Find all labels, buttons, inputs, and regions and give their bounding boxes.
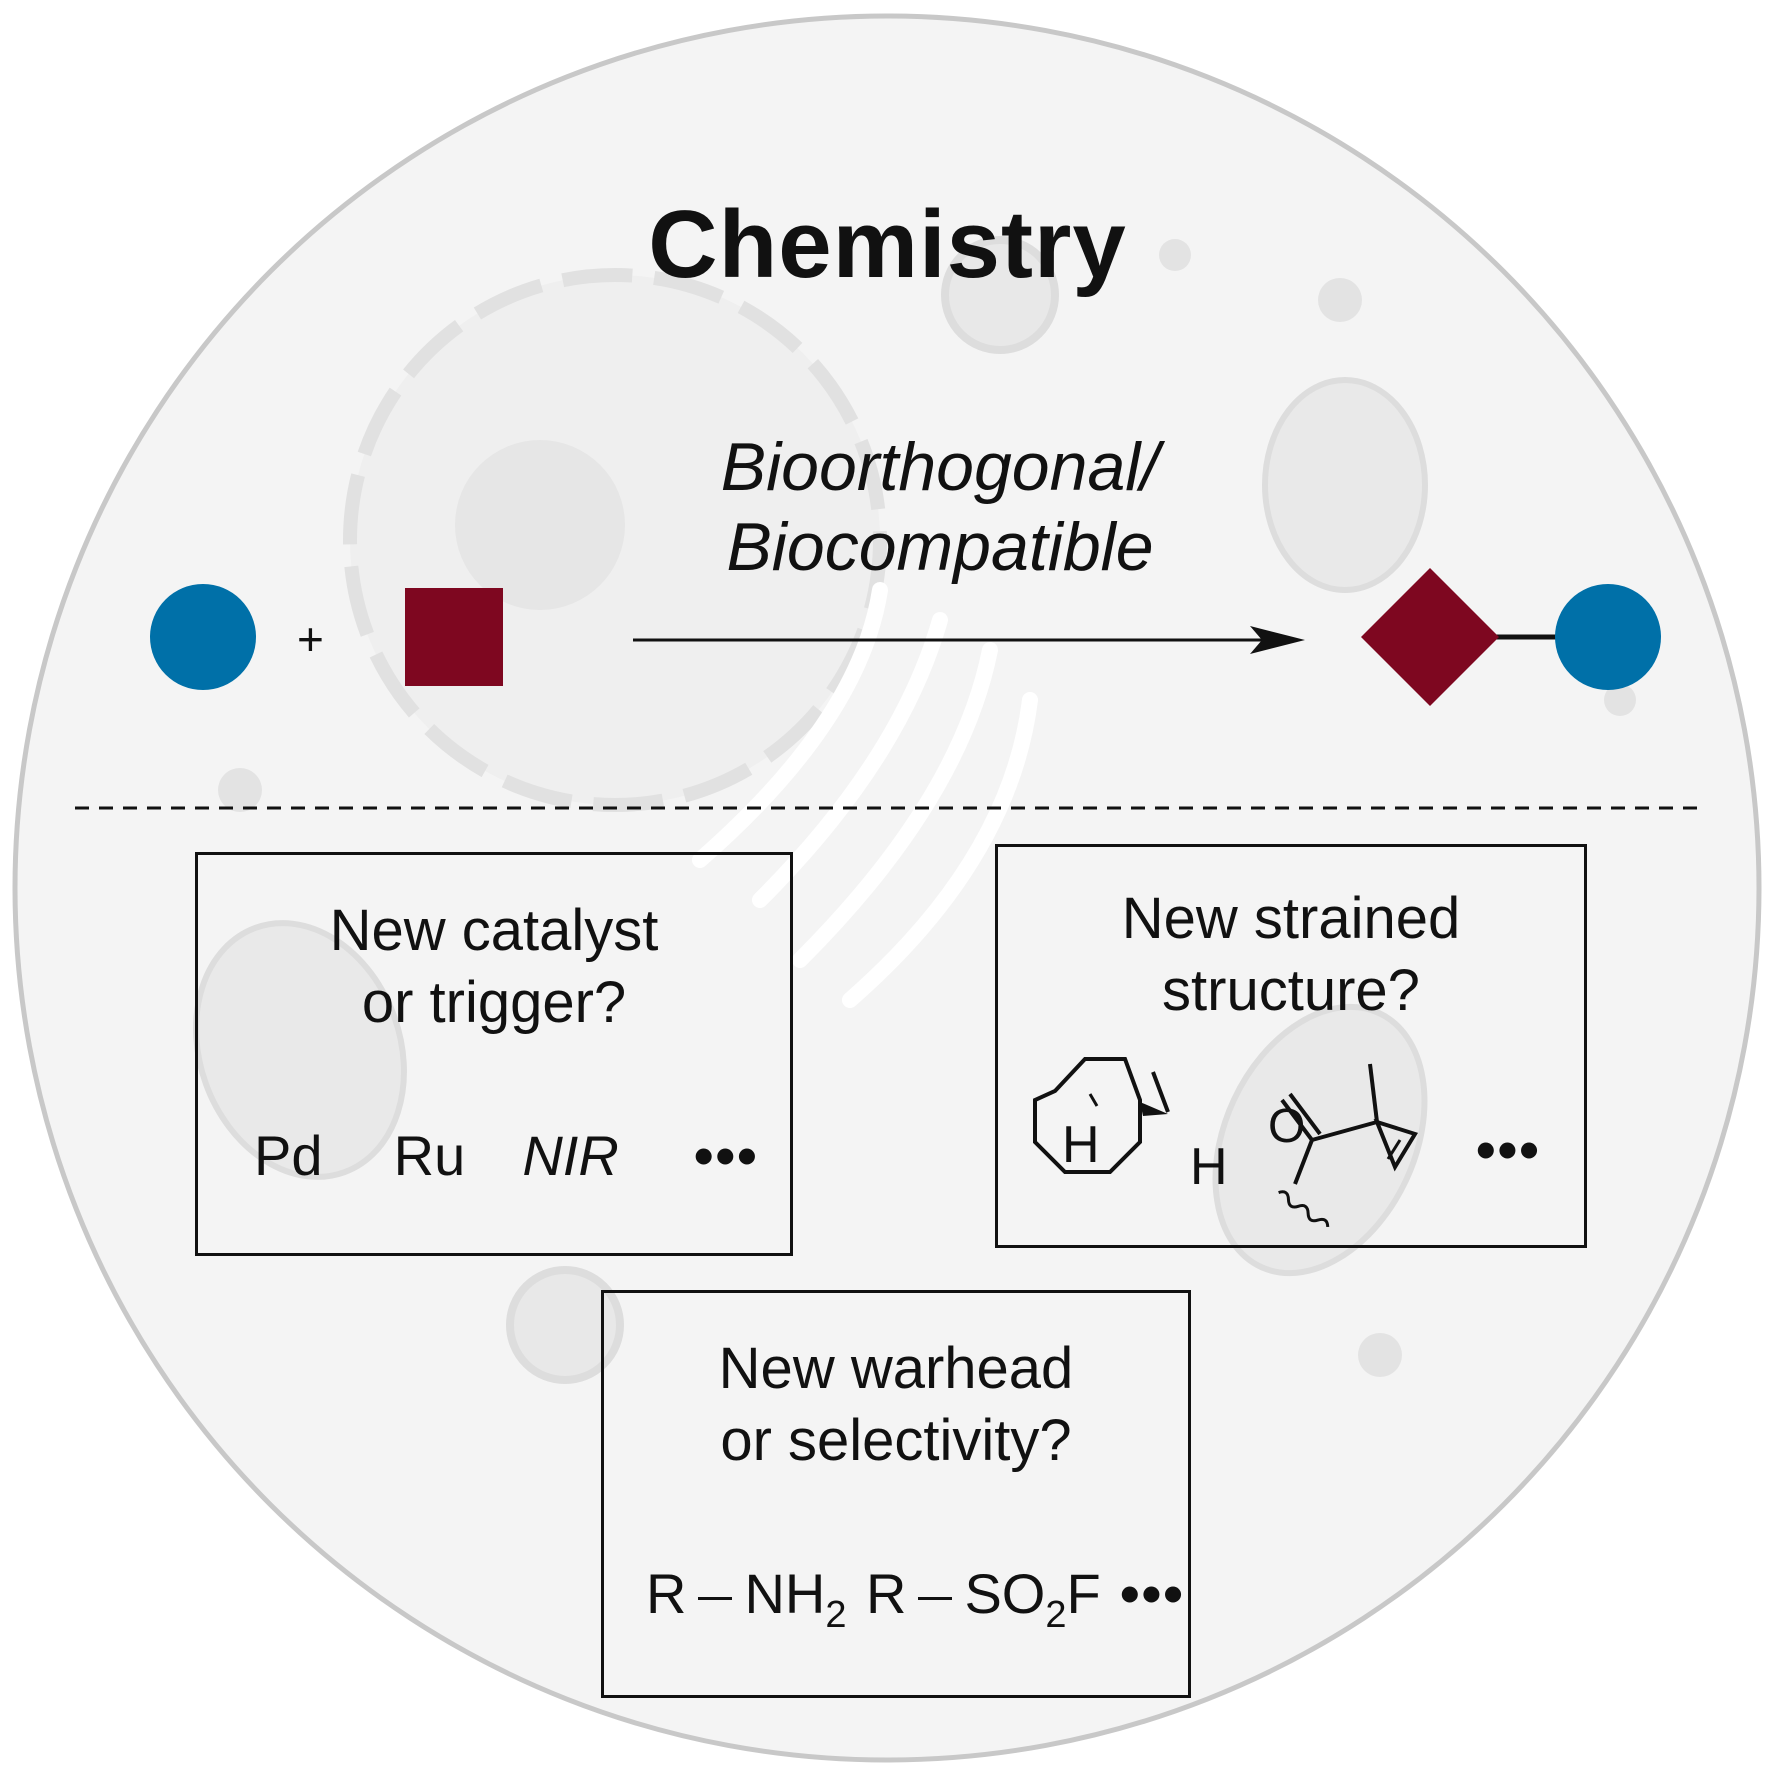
catalyst-box: New catalyst or trigger? Pd Ru NIR ••• (195, 852, 793, 1256)
warhead-ellipsis: ••• (1120, 1562, 1185, 1625)
cyclopropene-double-bond (1386, 1139, 1402, 1160)
sulfonyl-r: R (866, 1562, 907, 1625)
reaction-label-line-2: Biocompatible (726, 509, 1154, 585)
sulfonyl-subscript: 2 (1045, 1594, 1067, 1636)
golgi-decor (692, 582, 1038, 1008)
reaction-condition-label: Bioorthogonal/ Biocompatible (640, 427, 1240, 587)
blue-circle-reactant (150, 584, 256, 690)
vesicle-decor-2 (506, 1266, 624, 1384)
strained-title-line-1: New strained (1121, 886, 1461, 951)
plus-sign: + (297, 613, 324, 665)
hash-bond (1088, 1093, 1099, 1107)
amine-subscript: 2 (825, 1594, 847, 1636)
sulfonyl-f: F (1066, 1562, 1101, 1625)
strained-title-line-2: structure? (1162, 958, 1420, 1023)
warhead-amine: R NH2 (646, 1561, 846, 1636)
maroon-diamond-product (1361, 568, 1499, 706)
catalyst-title-line-1: New catalyst (329, 898, 659, 963)
strained-box-title: New strained structure? (998, 883, 1584, 1027)
warhead-title-line-2: or selectivity? (720, 1408, 1072, 1473)
blue-circle-product (1555, 584, 1661, 690)
mitochondrion-decor-2 (193, 920, 407, 1180)
amine-nh: NH (744, 1562, 826, 1625)
dot-decor-5 (1604, 684, 1636, 716)
warhead-box-title: New warhead or selectivity? (604, 1333, 1188, 1477)
warhead-title-line-1: New warhead (718, 1336, 1074, 1401)
methyl-bond (1368, 1063, 1379, 1123)
reaction-label-line-1: Bioorthogonal/ (720, 429, 1160, 505)
sulfonyl-so: SO (964, 1562, 1046, 1625)
cyclooctene-ring (1033, 1057, 1142, 1174)
warhead-sulfonyl-fluoride: R SO2F (866, 1561, 1101, 1636)
amine-bond (698, 1596, 733, 1600)
reaction-arrow-head (1250, 626, 1305, 654)
strained-atom-h2: H (1190, 1138, 1228, 1196)
dot-decor-2 (1159, 239, 1191, 271)
maroon-square-reactant (405, 588, 503, 686)
catalyst-ellipsis: ••• (693, 1124, 759, 1187)
sulfonyl-bond (918, 1596, 953, 1600)
catalyst-item-pd: Pd (254, 1124, 323, 1187)
carbonyl-bond (1280, 1098, 1314, 1142)
catalyst-item-ru: Ru (393, 1124, 466, 1187)
strained-ellipsis: ••• (1476, 1118, 1541, 1181)
catalyst-box-title: New catalyst or trigger? (198, 895, 790, 1039)
strained-structures-svg (1033, 1057, 1419, 1228)
cyclooctene-double-bond (1151, 1071, 1170, 1113)
catalyst-item-nir: NIR (522, 1124, 619, 1187)
wedge-bond (1140, 1102, 1168, 1116)
catalyst-items: Pd Ru NIR ••• (254, 1123, 759, 1188)
nucleus-decor (455, 440, 625, 610)
mitochondrion-decor-1 (1262, 377, 1428, 593)
dot-decor-4 (1358, 1333, 1402, 1377)
carbonyl-bond-2 (1288, 1092, 1322, 1136)
catalyst-title-line-2: or trigger? (361, 970, 627, 1035)
acyl-bond (1311, 1120, 1378, 1142)
strained-atom-o: O (1268, 1100, 1306, 1153)
dot-decor-3 (218, 768, 262, 812)
vesicle-decor-1 (941, 236, 1059, 354)
strained-atom-h1: H (1062, 1116, 1100, 1174)
amine-r: R (646, 1562, 687, 1625)
strained-box: New strained structure? H H O ••• (995, 844, 1587, 1248)
diagram-title: Chemistry (648, 191, 1127, 298)
cyclopropene-ring (1373, 1118, 1419, 1172)
wavy-attachment (1278, 1190, 1330, 1228)
dot-decor-1 (1318, 278, 1362, 322)
linker-bond (1293, 1139, 1314, 1185)
